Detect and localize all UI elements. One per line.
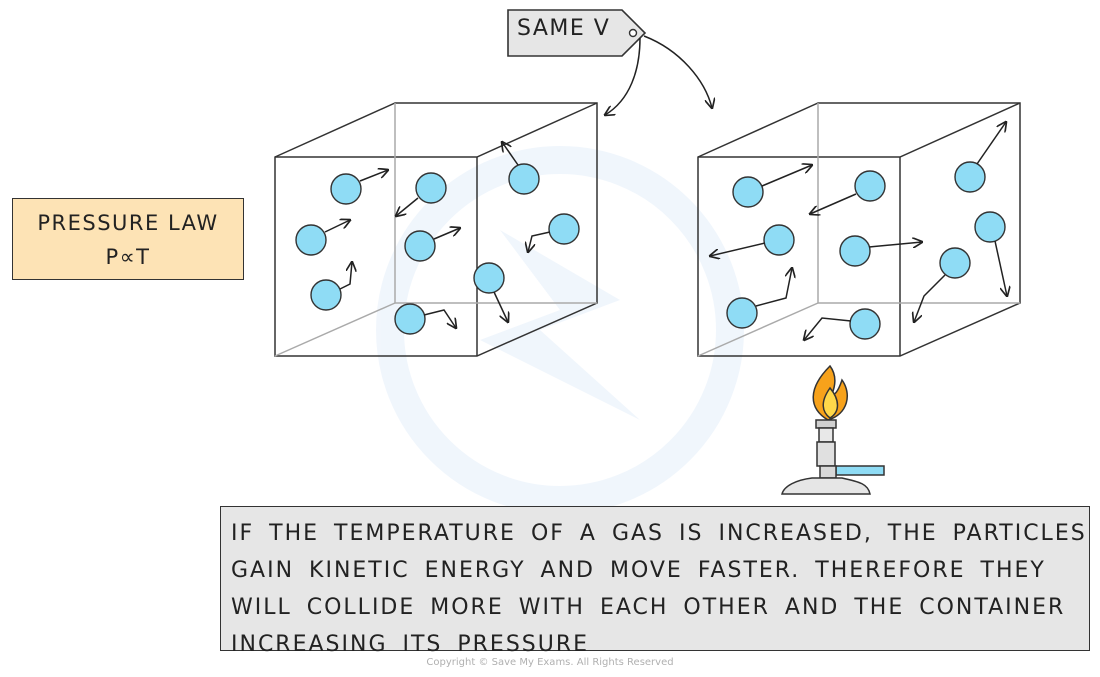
pressure-law-box: PRESSURE LAW P∝T: [12, 198, 244, 280]
explanation-box: IF THE TEMPERATURE OF A GAS IS INCREASED…: [220, 506, 1090, 657]
particle: [548, 213, 580, 245]
velocity-arrow: [396, 197, 419, 216]
law-title: PRESSURE LAW: [37, 211, 219, 235]
velocity-arrow: [324, 220, 350, 233]
watermark-logo: [376, 146, 744, 514]
velocity-arrow: [359, 170, 388, 182]
pointer-arrow-right: [643, 35, 712, 108]
velocity-arrow: [710, 242, 766, 256]
bunsen-burner-icon: [781, 364, 885, 495]
explanation-line: WILL COLLIDE MORE WITH EACH OTHER AND TH…: [231, 595, 1066, 620]
particle: [394, 303, 426, 335]
velocity-arrow: [868, 242, 922, 247]
velocity-arrow: [339, 262, 352, 290]
left-container: [274, 102, 598, 357]
particle: [849, 308, 881, 340]
particle: [763, 224, 795, 256]
velocity-arrow: [914, 274, 946, 322]
law-relation: P∝T: [105, 245, 151, 269]
particle: [508, 163, 540, 195]
velocity-arrow: [528, 231, 551, 252]
particle: [330, 173, 362, 205]
particle: [295, 224, 327, 256]
explanation-line: INCREASING ITS PRESSURE: [231, 632, 590, 657]
velocity-arrow: [755, 268, 792, 307]
left-particles: [295, 163, 580, 335]
tag-icon: [507, 9, 647, 57]
velocity-arrow: [423, 309, 456, 328]
particle: [404, 230, 436, 262]
particle: [415, 172, 447, 204]
explanation-line: IF THE TEMPERATURE OF A GAS IS INCREASED…: [231, 521, 1087, 546]
right-velocity-arrows: [710, 122, 1007, 340]
particle: [473, 262, 505, 294]
velocity-arrow: [994, 240, 1007, 296]
tag-pointer-arrows: [605, 35, 712, 115]
left-velocity-arrows: [324, 142, 551, 328]
particle: [839, 235, 871, 267]
particle: [939, 247, 971, 279]
explanation-line: GAIN KINETIC ENERGY AND MOVE FASTER. THE…: [231, 558, 1046, 583]
same-volume-label: SAME V: [517, 16, 611, 41]
right-particles: [726, 161, 1006, 340]
copyright-footer: Copyright © Save My Exams. All Rights Re…: [426, 657, 674, 668]
particle: [954, 161, 986, 193]
velocity-arrow: [804, 317, 852, 340]
particle: [310, 279, 342, 311]
velocity-arrow: [761, 165, 812, 187]
particle: [732, 176, 764, 208]
particle: [974, 211, 1006, 243]
velocity-arrow: [502, 142, 519, 166]
right-container: [697, 102, 1021, 357]
particle: [854, 170, 886, 202]
pointer-arrow-left: [605, 37, 641, 115]
velocity-arrow: [976, 122, 1006, 165]
velocity-arrow: [433, 228, 460, 240]
particle: [726, 297, 758, 329]
velocity-arrow: [810, 193, 857, 214]
velocity-arrow: [493, 291, 508, 322]
